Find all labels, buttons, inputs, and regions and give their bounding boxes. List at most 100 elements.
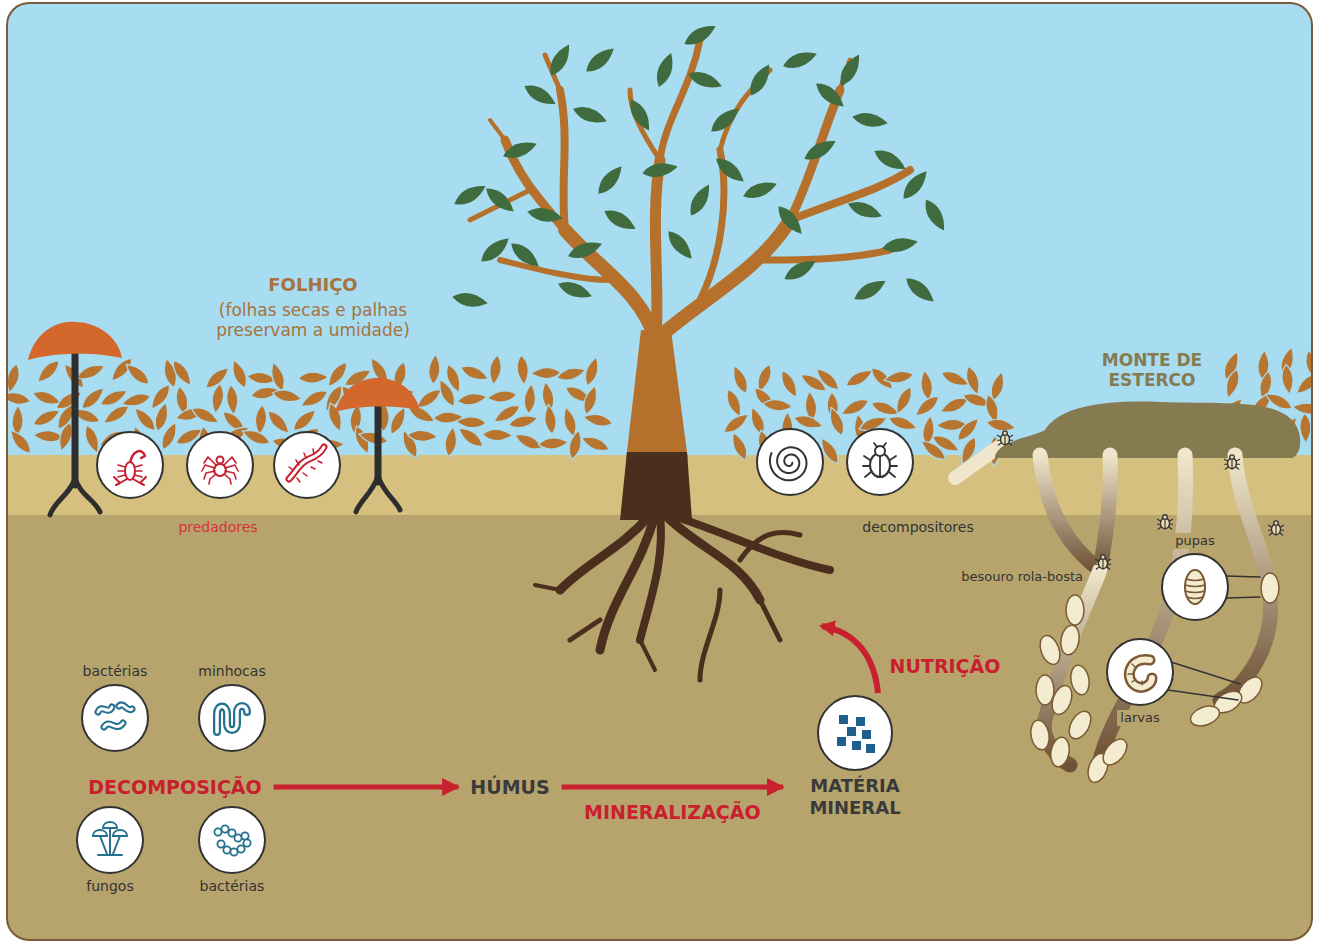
tree-leaves <box>507 238 543 271</box>
section-note: (folhas secas e palhas preservam a umida… <box>196 300 431 341</box>
beetle-icon <box>1268 525 1283 535</box>
circle-outline <box>82 685 148 751</box>
mineral-circle: MATÉRIA MINERAL <box>795 694 915 818</box>
organism-icon <box>234 834 241 841</box>
organism-icon <box>98 707 112 712</box>
process-arrow <box>562 784 783 789</box>
leaf-litter <box>985 417 1017 434</box>
leaf-litter <box>1292 401 1312 415</box>
beetle-icon <box>1095 559 1110 569</box>
organism-icon <box>223 846 230 853</box>
predator-icon <box>289 449 322 482</box>
tree-leaves <box>851 110 889 129</box>
decomposer-icon <box>757 429 823 495</box>
organism-icon <box>241 832 248 839</box>
tree <box>640 640 655 670</box>
tree-leaves <box>625 96 654 134</box>
beetle-icon <box>1101 555 1106 560</box>
dung-beetle-nest <box>1188 702 1222 729</box>
beetle-icon <box>1224 459 1239 469</box>
predator-icon <box>217 457 224 464</box>
tree-leaves <box>920 196 949 234</box>
tree-leaves <box>653 51 678 89</box>
mushroom <box>28 322 122 360</box>
organism-icon <box>852 741 861 750</box>
organism-circle: fungos <box>75 805 145 895</box>
predator-icon <box>187 432 253 498</box>
leaf-litter <box>158 420 181 452</box>
group-label: predadores <box>178 519 257 536</box>
predator-icon <box>289 447 324 479</box>
label-holder: predadores <box>178 519 257 536</box>
organism-icon <box>1128 660 1152 688</box>
tree <box>700 590 720 680</box>
mushroom <box>356 476 400 512</box>
tree <box>700 150 724 300</box>
node-label: HÚMUS <box>470 776 549 799</box>
tree <box>760 250 890 260</box>
organism-icon <box>837 715 875 753</box>
tree <box>535 585 560 590</box>
leaf-litter <box>582 411 614 428</box>
circle-outline <box>75 805 145 875</box>
leaf-litter <box>486 389 517 404</box>
leaf-litter <box>963 364 983 396</box>
tree <box>640 515 661 640</box>
label-holder: (folhas secas e palhas preservam a umida… <box>196 300 431 341</box>
leaf-litter <box>523 383 537 414</box>
organism-icon <box>866 744 875 753</box>
dung-beetle-nest <box>1059 624 1082 657</box>
stage-circle: larvas <box>1105 637 1175 726</box>
circle-outline <box>199 685 265 751</box>
beetle-icon <box>1003 431 1008 436</box>
circle-outline <box>1107 639 1173 705</box>
leaf-litter <box>507 413 539 431</box>
mushroom <box>50 478 100 515</box>
tree-leaves <box>871 145 909 174</box>
beetle-icon <box>1157 519 1172 529</box>
leaf-litter <box>169 358 195 389</box>
organism-icon <box>856 717 865 726</box>
dung-beetle-nest <box>1049 736 1072 769</box>
section-heading: MONTE DE ESTERCO <box>1082 350 1222 391</box>
organism-icon <box>237 845 244 852</box>
organism-icon <box>103 822 117 828</box>
leaf-litter <box>428 354 441 385</box>
organism-label: besouro rola-bosta <box>958 569 1086 585</box>
tree-leaves <box>781 255 819 284</box>
label-holder: MONTE DE ESTERCO <box>1082 350 1222 391</box>
leaf-litter <box>254 404 268 435</box>
leaf-litter <box>7 362 22 394</box>
tree-leaves <box>663 227 696 263</box>
dung-beetle-nest <box>1029 719 1052 752</box>
dung-beetle-nest <box>1036 633 1063 667</box>
leaf-litter <box>512 430 544 453</box>
leaf-litter <box>813 365 842 394</box>
leaf-litter <box>1280 364 1294 395</box>
organism-icon <box>214 828 221 835</box>
tree-leaves <box>501 138 539 163</box>
tree-leaves <box>601 205 639 234</box>
tree-leaves <box>545 41 574 79</box>
leaf-litter <box>516 354 530 385</box>
leaf-litter <box>120 391 152 409</box>
beetle-icon <box>1157 515 1172 529</box>
leaf-litter <box>123 360 153 388</box>
leaf-litter <box>543 404 558 435</box>
tree-leaves <box>846 198 884 223</box>
organism-icon <box>221 825 228 832</box>
organism-circle: bactérias <box>80 663 150 753</box>
tree <box>790 170 910 220</box>
organism-icon <box>119 705 132 710</box>
stage-circle: pupas <box>1160 533 1230 622</box>
leaf-litter <box>7 390 32 407</box>
decomposer-icon <box>757 429 823 495</box>
organism-icon <box>98 707 112 712</box>
organism-icon <box>243 839 250 846</box>
organism-icon <box>98 705 132 727</box>
tree-leaves <box>745 61 774 99</box>
tree-leaves <box>556 278 594 303</box>
leaf-litter <box>299 387 331 411</box>
leaf-litter <box>189 404 221 428</box>
mushroom <box>72 345 79 485</box>
